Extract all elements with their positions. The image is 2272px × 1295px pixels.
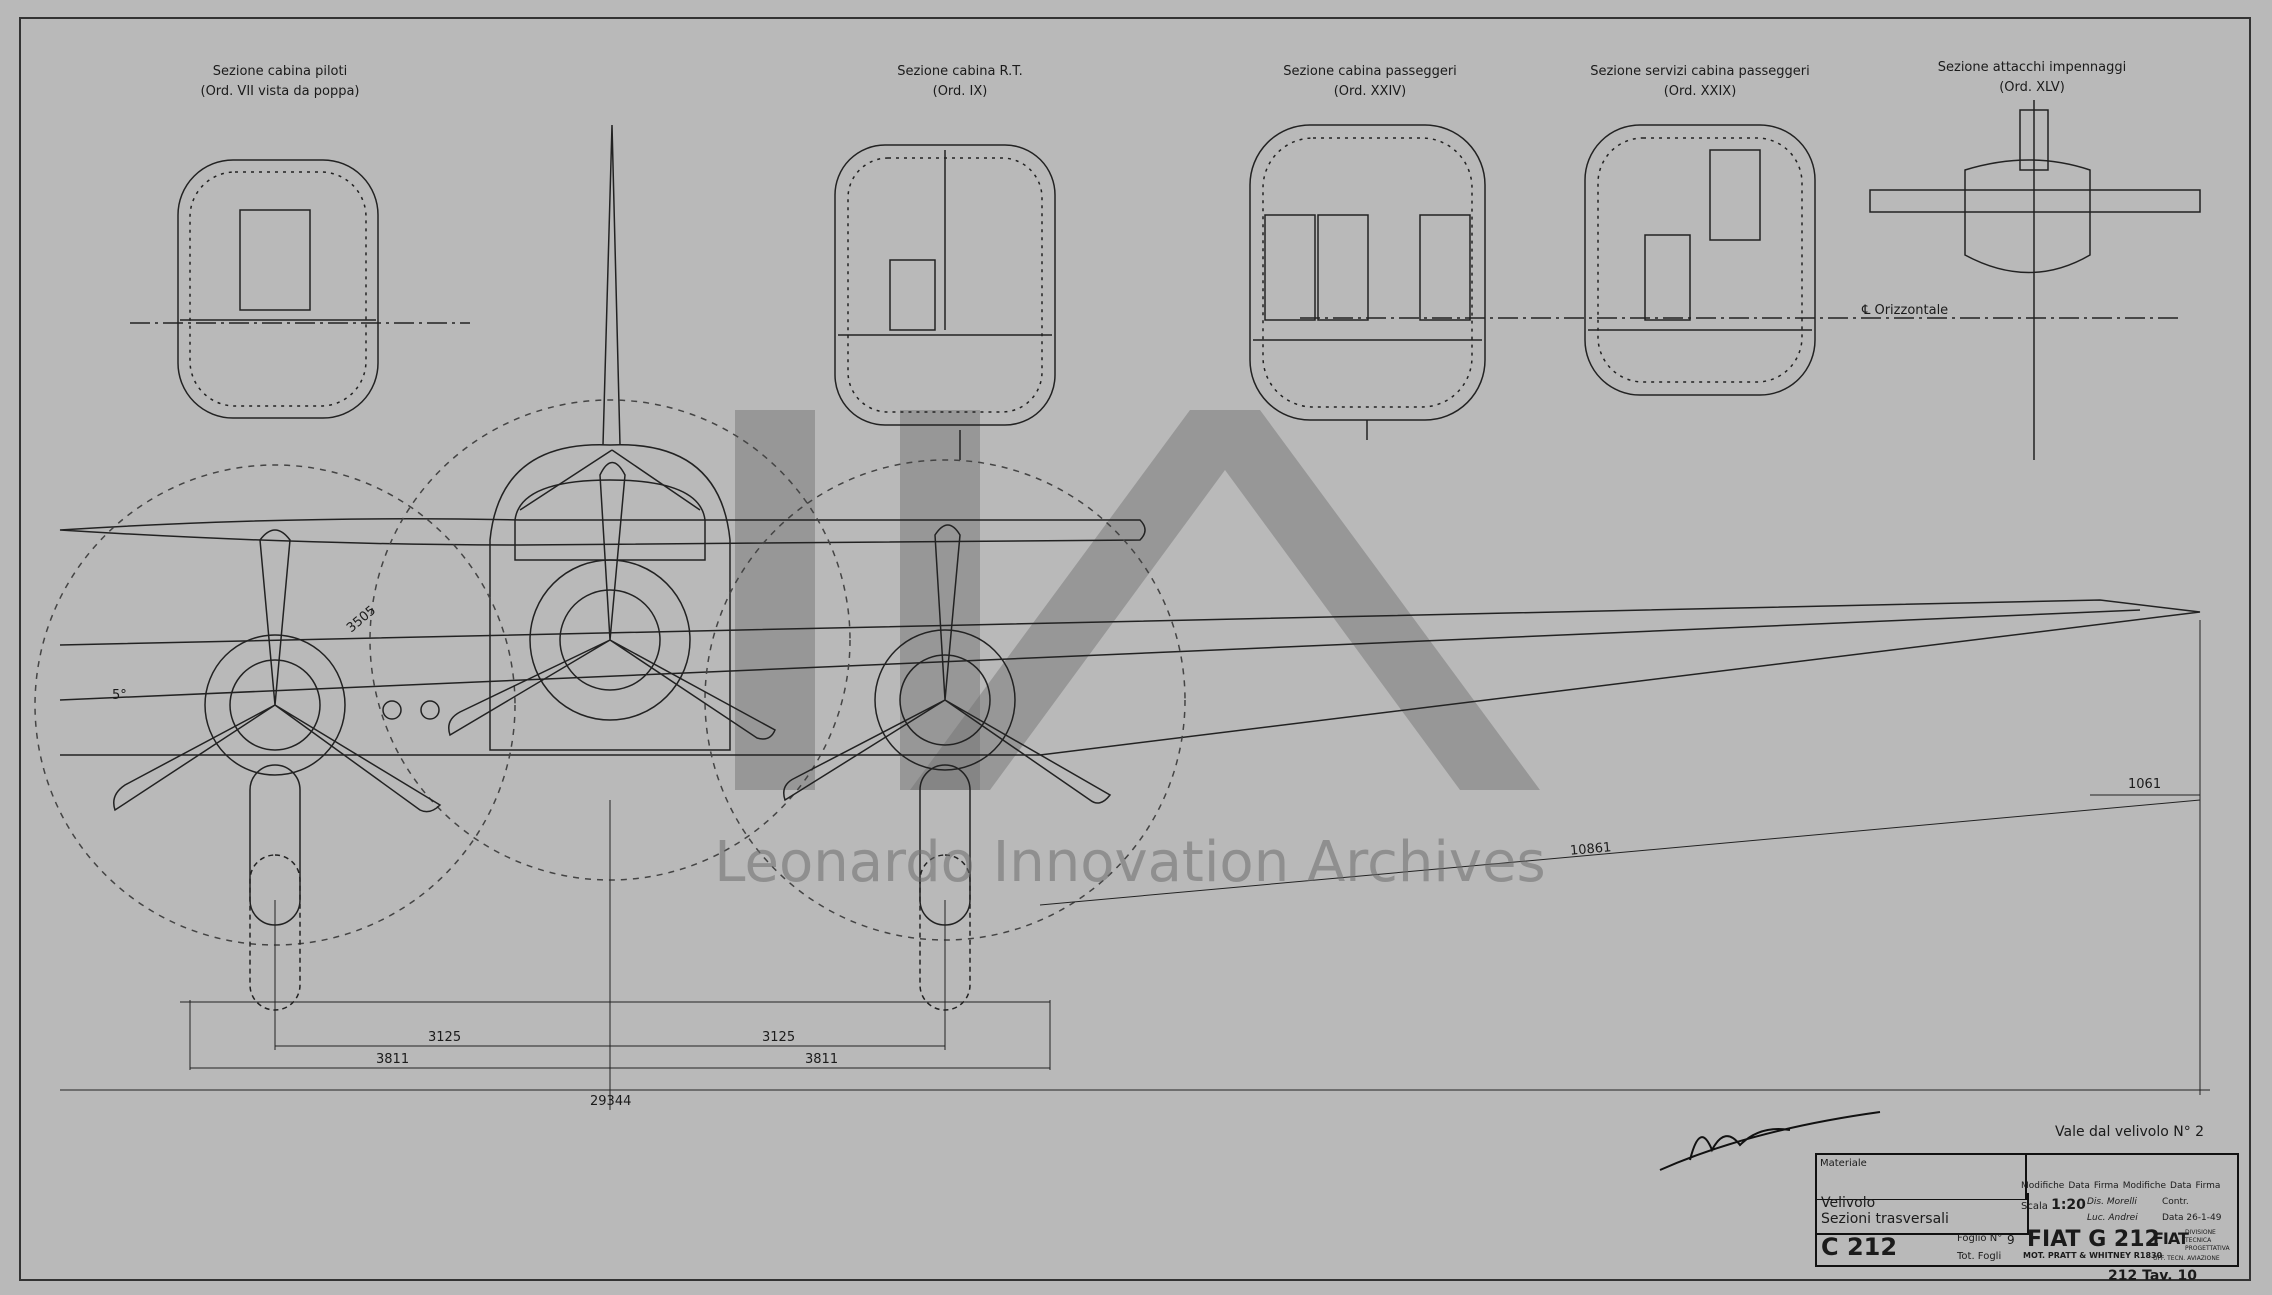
section-rt-cabin — [834, 144, 1056, 460]
validity-note: Vale dal velivolo N° 2 — [2055, 1124, 2205, 1140]
mod-header: Firma — [2093, 1181, 2119, 1191]
engine-type: MOT. PRATT & WHITNEY R1830 — [2023, 1251, 2163, 1260]
section-title: Sezione cabina passeggeri — [1283, 64, 1457, 79]
date-field: Data 26-1-49 — [2162, 1213, 2222, 1223]
materiale-field: Materiale — [1817, 1155, 2027, 1200]
section-title: Sezione cabina R.T. — [897, 64, 1023, 79]
tot-fogli: Tot. Fogli — [1957, 1251, 2002, 1262]
section-title-tail: Sezione attacchi impennaggi (Ord. XLV) — [1938, 58, 2127, 98]
dim-gear-right: 3811 — [805, 1052, 839, 1067]
section-title: Sezione attacchi impennaggi — [1937, 60, 2127, 75]
dim-gear-left: 3811 — [376, 1052, 410, 1067]
foglio-value: 9 — [2007, 1233, 2015, 1247]
sheet-reference: 212 Tav. 10 — [2108, 1268, 2197, 1284]
foglio-label: Foglio N° — [1957, 1233, 2003, 1244]
aircraft-front-view — [34, 124, 2201, 1011]
fiat-logo: FIAT — [2153, 1229, 2189, 1248]
dimension-lines — [60, 620, 2210, 1110]
aircraft-model: FIAT G 212 — [2027, 1227, 2160, 1252]
horizontal-axis-label: ℄ Orizzontale — [1862, 303, 1949, 318]
section-ref: (Ord. XXIV) — [1333, 84, 1407, 99]
drawn-by: Dis. Morelli — [2087, 1197, 2137, 1207]
section-tail-attachment — [1869, 100, 2201, 460]
mod-header: Modifiche — [2122, 1181, 2167, 1191]
mod-header: Firma — [2195, 1181, 2221, 1191]
watermark-logo — [735, 410, 1540, 790]
department: DIVISIONE TECNICA PROGETTATIVA — [2185, 1229, 2230, 1252]
section-title: Sezione cabina piloti — [212, 64, 348, 79]
section-title-rt: Sezione cabina R.T. (Ord. IX) — [897, 62, 1023, 102]
mod-header: Data — [2170, 1181, 2192, 1191]
dim-dihedral: 5° — [112, 688, 127, 703]
checked-by: Contr. — [2162, 1197, 2189, 1207]
section-ref: (Ord. XLV) — [1999, 80, 2065, 95]
dim-engine-left: 3125 — [428, 1030, 462, 1045]
section-ref: (Ord. IX) — [932, 84, 988, 99]
section-ref: (Ord. VII vista da poppa) — [200, 84, 360, 99]
signature — [1659, 1111, 1881, 1171]
scale-label: Scala — [2021, 1201, 2048, 1212]
section-title: Sezione servizi cabina passeggeri — [1590, 64, 1810, 79]
section-passenger-cabin — [1249, 124, 1486, 440]
section-title-pilot: Sezione cabina piloti (Ord. VII vista da … — [200, 62, 359, 102]
dim-span: 29344 — [590, 1094, 632, 1109]
section-ref: (Ord. XXIX) — [1663, 84, 1737, 99]
velivolo-label: Velivolo — [1821, 1195, 1876, 1211]
drawing-number: C 212 — [1821, 1233, 1898, 1261]
mod-header: Data — [2068, 1181, 2090, 1191]
watermark-text: Leonardo Innovation Archives — [714, 830, 1546, 895]
office: UFF. TECN. AVIAZIONE — [2153, 1255, 2220, 1262]
dim-engine-right: 3125 — [762, 1030, 796, 1045]
sheet-border — [19, 17, 2251, 1281]
section-title-passenger: Sezione cabina passeggeri (Ord. XXIV) — [1283, 62, 1457, 102]
mod-header: Modifiche — [2021, 1181, 2065, 1191]
scale-field: Scala 1:20 — [2021, 1197, 2086, 1213]
traced-by: Luc. Andrei — [2087, 1213, 2138, 1223]
dim-tip-rise: 1061 — [2128, 777, 2162, 792]
scale-value: 1:20 — [2051, 1197, 2086, 1213]
section-pilot-cabin — [130, 159, 470, 419]
section-title-services: Sezione servizi cabina passeggeri (Ord. X… — [1590, 62, 1810, 102]
subject-label: Sezioni trasversali — [1821, 1211, 1949, 1227]
